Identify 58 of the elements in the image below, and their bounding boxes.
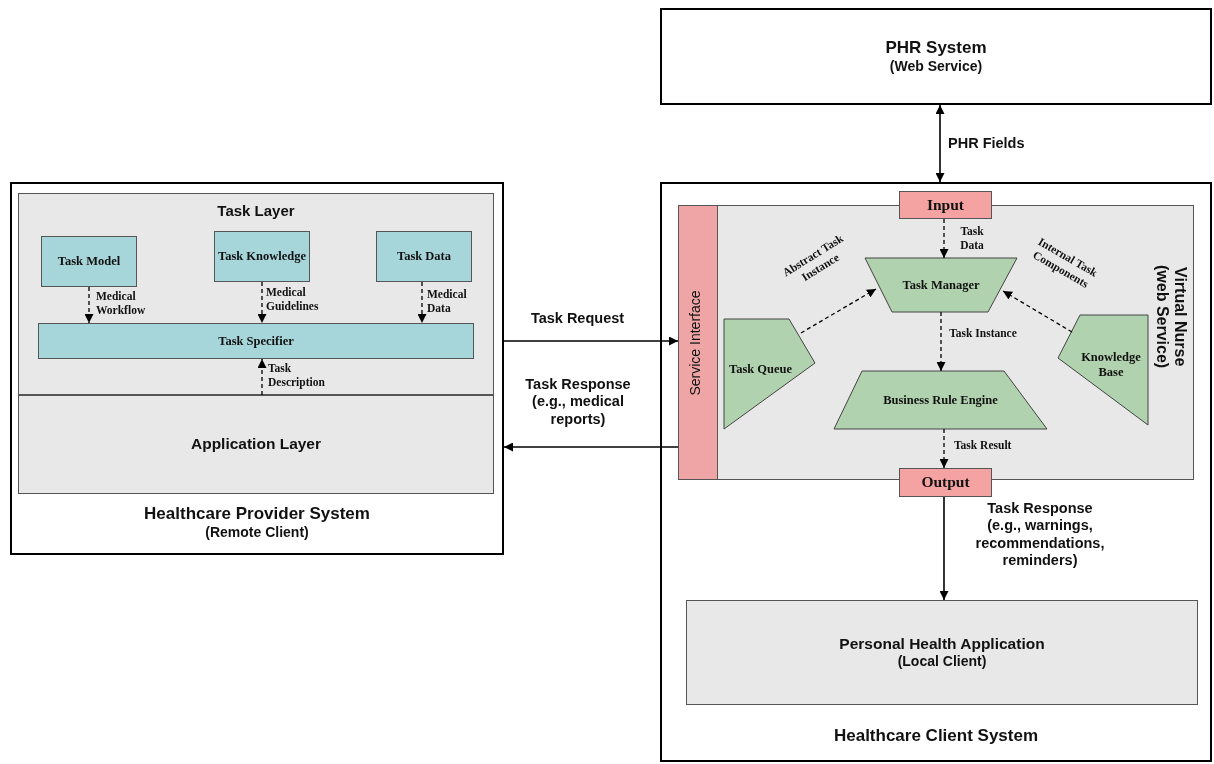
arrow — [800, 288, 877, 334]
arrow — [84, 286, 94, 324]
component-box — [41, 236, 137, 287]
port-box — [899, 468, 992, 497]
interface-bar — [678, 205, 718, 480]
arrow — [936, 311, 946, 372]
box-title: Output — [921, 473, 970, 492]
arrow — [939, 428, 949, 469]
box-title: Task Model — [57, 254, 121, 269]
box-title: Task Knowledge — [217, 249, 307, 264]
arrow — [257, 281, 267, 324]
box-title: Task Layer — [217, 202, 295, 220]
box-subtitle: (Web Service) — [889, 58, 983, 76]
edge-label: PHR Fields — [948, 135, 1026, 153]
layer-panel — [18, 395, 494, 494]
arrow — [503, 442, 679, 452]
system-box — [660, 182, 1212, 762]
box-title: Task Data — [396, 249, 452, 264]
edge-label: Task Description — [268, 362, 326, 390]
arrow — [1002, 290, 1073, 333]
box-subtitle: (Local Client) — [897, 653, 987, 671]
layer-panel — [18, 193, 494, 395]
box-title: Business Rule Engine — [883, 392, 998, 408]
component-box — [376, 231, 472, 282]
box-title: Healthcare Provider System — [144, 503, 370, 525]
box-title: Knowledge Base — [1080, 350, 1142, 380]
arrow — [935, 104, 945, 183]
box-title: Application Layer — [190, 435, 322, 454]
edge-label: Medical Data — [427, 288, 468, 316]
system-box — [10, 182, 504, 555]
arrow — [257, 358, 267, 396]
edge-label: Task Request — [529, 310, 626, 328]
box-title: Task Queue — [728, 361, 793, 377]
arrow — [417, 281, 427, 324]
port-box — [899, 191, 992, 219]
box-subtitle: (Remote Client) — [205, 524, 309, 541]
box-title: Input — [926, 195, 965, 215]
edge-label: Medical Guidelines — [266, 286, 320, 314]
box-title: Healthcare Client System — [833, 725, 1039, 746]
arrow — [939, 218, 949, 259]
box-title: PHR System — [885, 37, 987, 59]
vertical-label: Service Interface — [687, 289, 704, 396]
box-title: Task Manager — [902, 277, 980, 293]
arrow — [939, 496, 949, 601]
system-box — [660, 8, 1212, 105]
edge-label: Task Response (e.g., warnings, recommendations, reminders) — [974, 500, 1106, 570]
edge-label: Task Instance — [948, 327, 1018, 341]
arrow — [503, 336, 679, 346]
box-title: Task Specifier — [218, 333, 294, 349]
edge-label: Task Data — [959, 225, 985, 253]
edge-label: Task Result — [954, 439, 1013, 453]
box-title: Personal Health Application — [839, 634, 1045, 654]
edge-label: Task Response (e.g., medical reports) — [524, 376, 632, 429]
component-box — [214, 231, 310, 282]
vertical-label: Virtual Nurse (web Service) — [1152, 264, 1189, 371]
component-box — [38, 323, 474, 359]
edge-label: Medical Workflow — [96, 290, 147, 318]
layer-panel — [686, 600, 1198, 705]
